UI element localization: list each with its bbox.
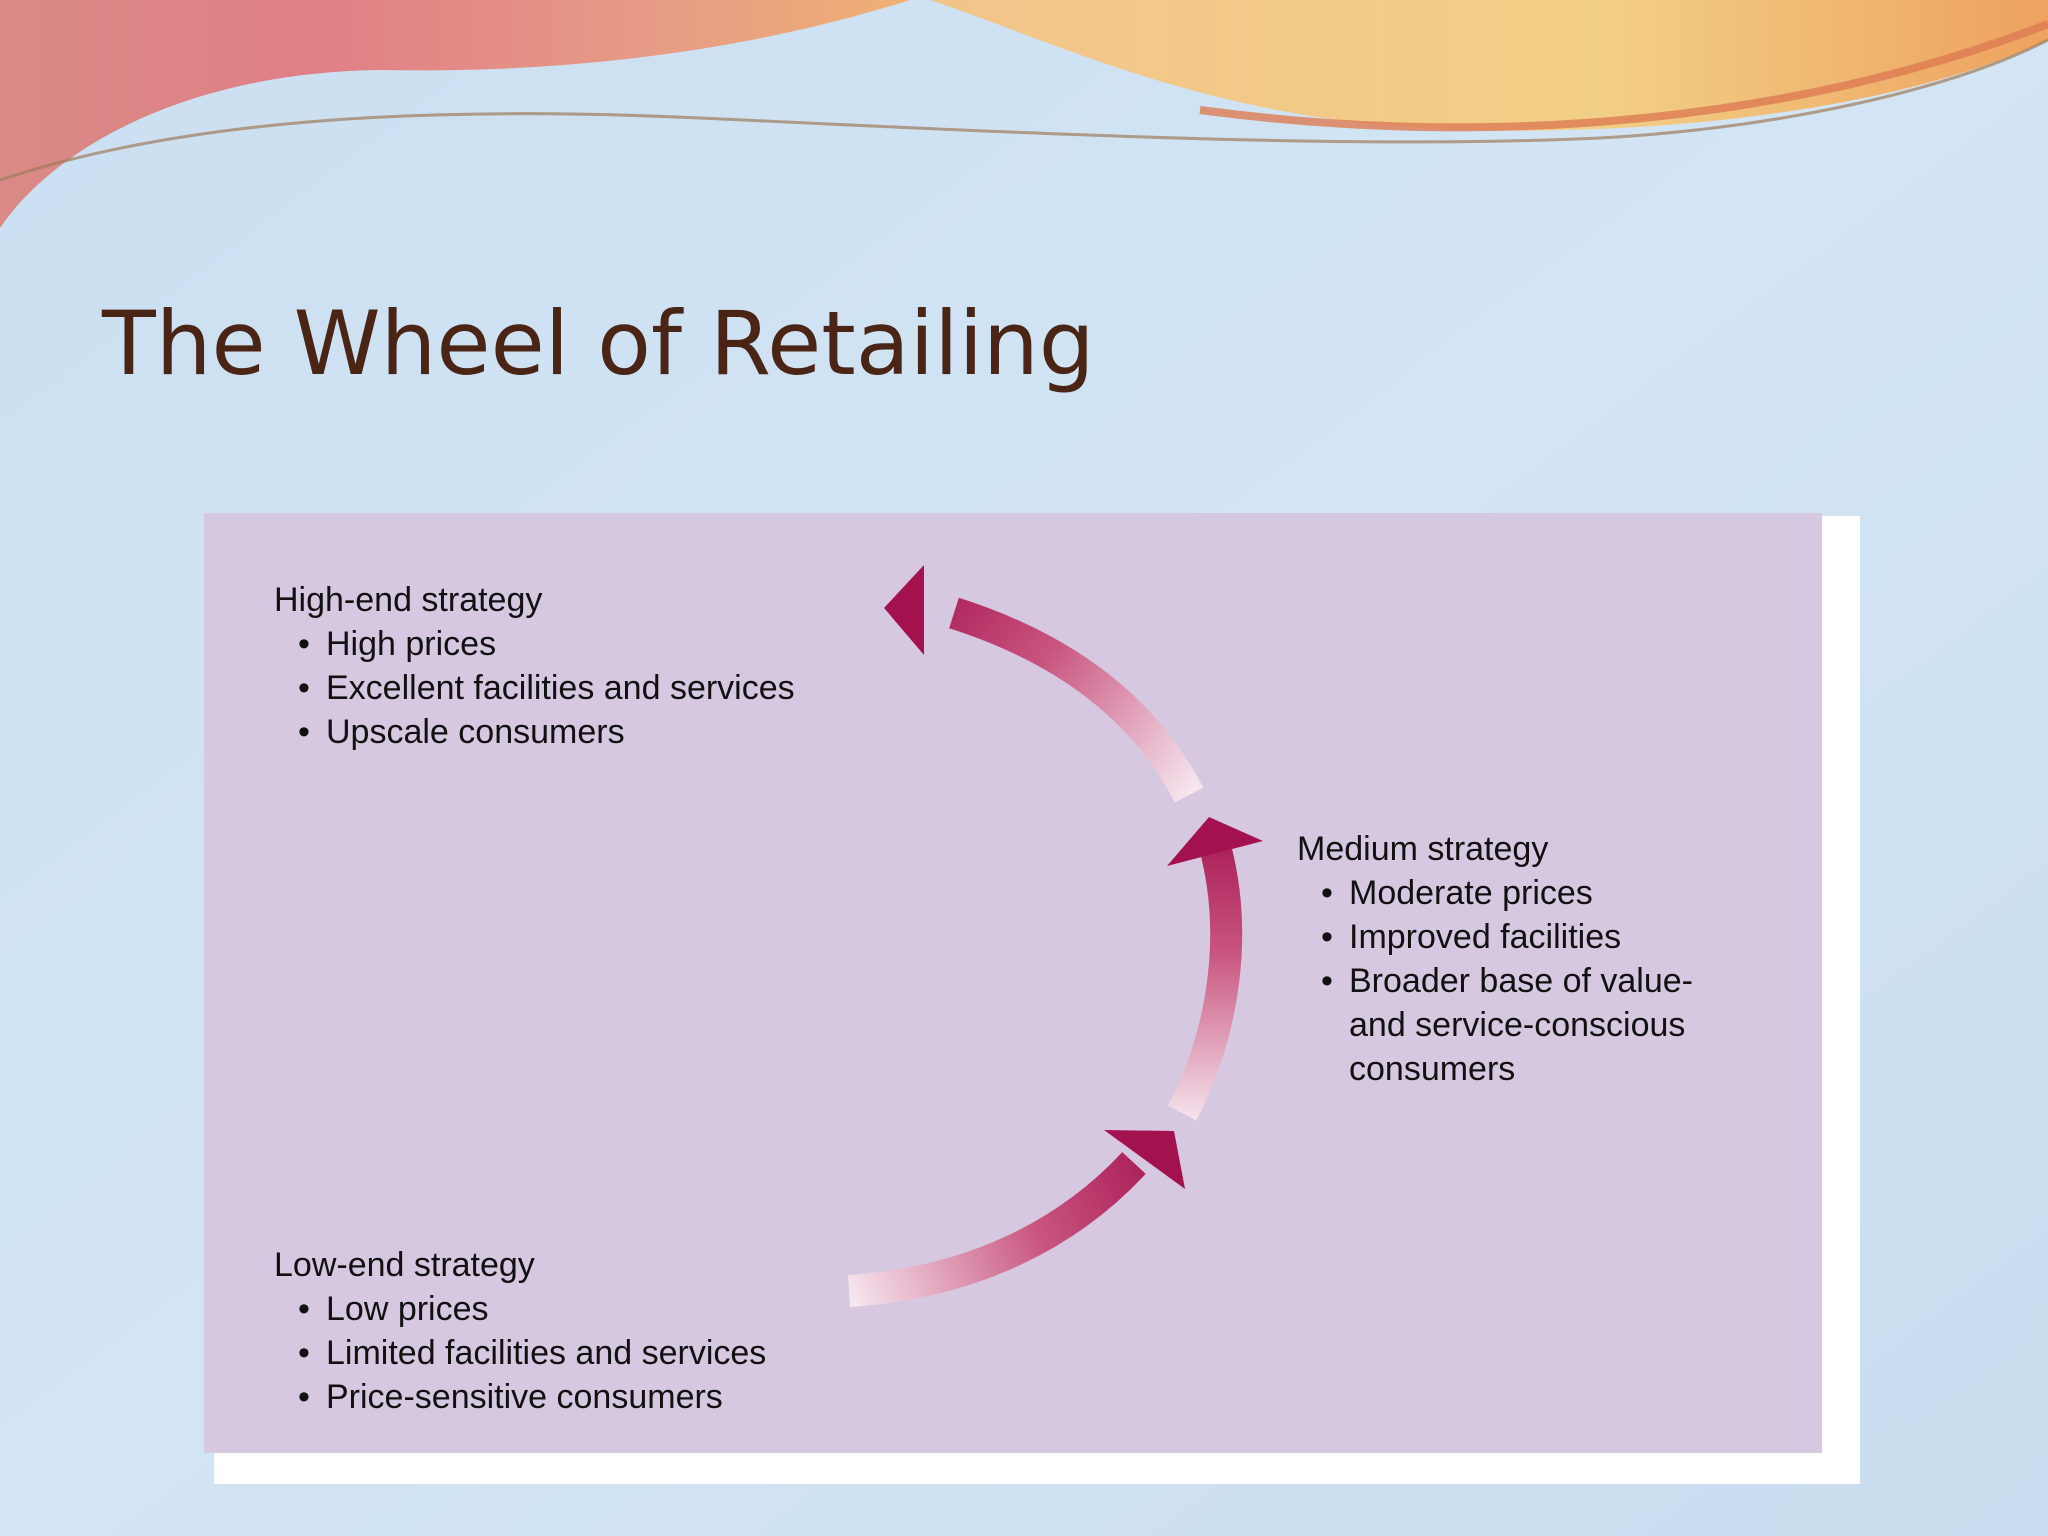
stage-high-end: High-end strategy High prices Excellent … — [274, 578, 795, 754]
slide-title: The Wheel of Retailing — [102, 292, 1095, 395]
stage-point: Excellent facilities and services — [274, 666, 795, 710]
retail-cycle-arrows — [847, 565, 1263, 1307]
arrow-within-medium — [1167, 817, 1263, 1121]
stage-points: Low prices Limited facilities and servic… — [274, 1287, 766, 1419]
stage-medium: Medium strategy Moderate prices Improved… — [1297, 827, 1759, 1091]
stage-heading: Low-end strategy — [274, 1246, 535, 1284]
stage-point: Improved facilities — [1297, 915, 1759, 959]
stage-point: Moderate prices — [1297, 871, 1759, 915]
stage-heading: High-end strategy — [274, 581, 543, 619]
stage-point: Low prices — [274, 1287, 766, 1331]
stage-point: High prices — [274, 622, 795, 666]
stage-point: Upscale consumers — [274, 710, 795, 754]
stage-points: Moderate prices Improved facilities Broa… — [1297, 871, 1759, 1091]
arrow-low-to-medium — [847, 1130, 1185, 1307]
stage-point: Limited facilities and services — [274, 1331, 766, 1375]
stage-points: High prices Excellent facilities and ser… — [274, 622, 795, 754]
arrow-medium-to-high — [884, 565, 1204, 803]
stage-point: Price-sensitive consumers — [274, 1375, 766, 1419]
stage-low-end: Low-end strategy Low prices Limited faci… — [274, 1243, 766, 1419]
stage-point: Broader base of value- and service-consc… — [1297, 959, 1759, 1091]
stage-heading: Medium strategy — [1297, 830, 1549, 868]
